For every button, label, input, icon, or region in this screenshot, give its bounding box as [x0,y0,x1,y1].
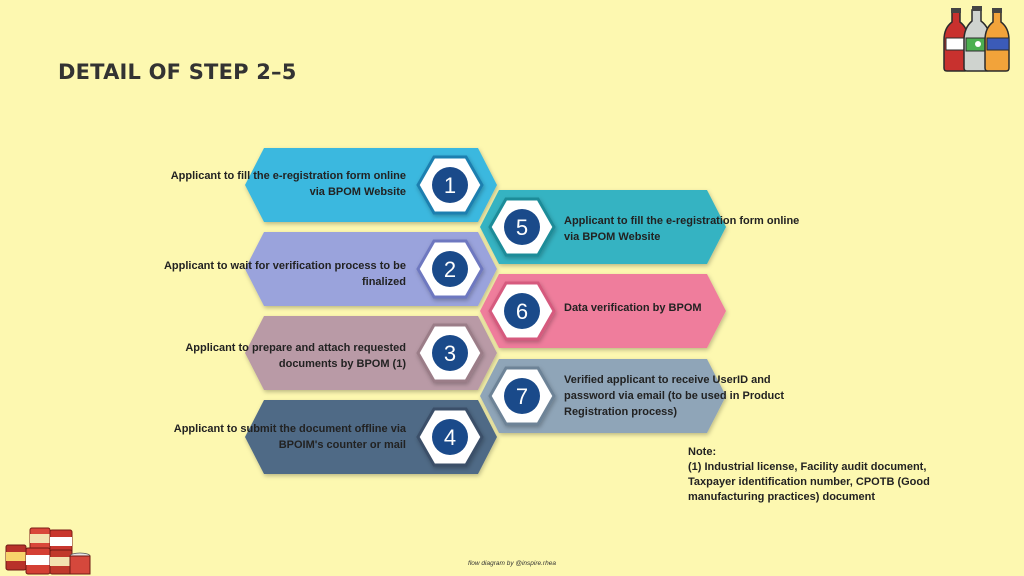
step-2-badge: 2 [416,239,484,299]
step-3-text: Applicant to prepare and attach requeste… [110,340,406,372]
step-4-text: Applicant to submit the document offline… [110,421,406,453]
step-3-badge: 3 [416,323,484,383]
step-5-line1: Applicant to fill the e-registration for… [564,215,800,227]
note-line-2: Taxpayer identification number, CPOTB (G… [688,476,930,488]
step-6-text: Data verification by BPOM [564,300,844,316]
note-line-1: (1) Industrial license, Facility audit d… [688,461,927,473]
canned-food-icon [5,527,91,575]
step-4-number: 4 [444,425,456,450]
step-3-line2: documents by BPOM (1) [278,358,406,370]
step-4-badge: 4 [416,407,484,467]
step-1-badge: 1 [416,155,484,215]
step-1-line2: via BPOM Website [309,186,406,198]
step-3-number: 3 [444,341,456,366]
page-title: DETAIL OF STEP 2–5 [58,60,297,84]
step-6-number: 6 [516,299,528,324]
step-6-line1: Data verification by BPOM [564,302,702,314]
step-1-number: 1 [444,173,456,198]
step-1-text: Applicant to fill the e-registration for… [110,168,406,200]
step-7-badge: 7 [488,366,556,426]
step-7-line2: password via email (to be used in Produc… [564,390,785,402]
footnote: Note: (1) Industrial license, Facility a… [688,445,968,505]
step-2-text: Applicant to wait for verification proce… [110,258,406,290]
credit-text: flow diagram by @inspire.rhea [468,560,556,567]
soda-bottles-icon [943,6,1010,72]
note-line-3: manufacturing practices) document [688,491,876,503]
step-5-number: 5 [516,215,528,240]
note-heading: Note: [688,446,717,458]
step-5-badge: 5 [488,197,556,257]
step-4-line1: Applicant to submit the document offline… [173,423,406,435]
step-6-badge: 6 [488,281,556,341]
step-1-line1: Applicant to fill the e-registration for… [170,170,406,182]
step-7-line1: Verified applicant to receive UserID and [564,374,771,386]
step-2-line2: finalized [361,276,406,288]
step-7-number: 7 [516,384,528,409]
step-7-text: Verified applicant to receive UserID and… [564,372,844,420]
step-5-text: Applicant to fill the e-registration for… [564,213,844,245]
step-4-line2: BPOIM's counter or mail [278,439,406,451]
step-3-line1: Applicant to prepare and attach requeste… [185,342,406,354]
step-7-line3: Registration process) [564,406,678,418]
step-2-line1: Applicant to wait for verification proce… [163,260,406,272]
step-5-line2: via BPOM Website [564,231,661,243]
step-2-number: 2 [444,257,456,282]
